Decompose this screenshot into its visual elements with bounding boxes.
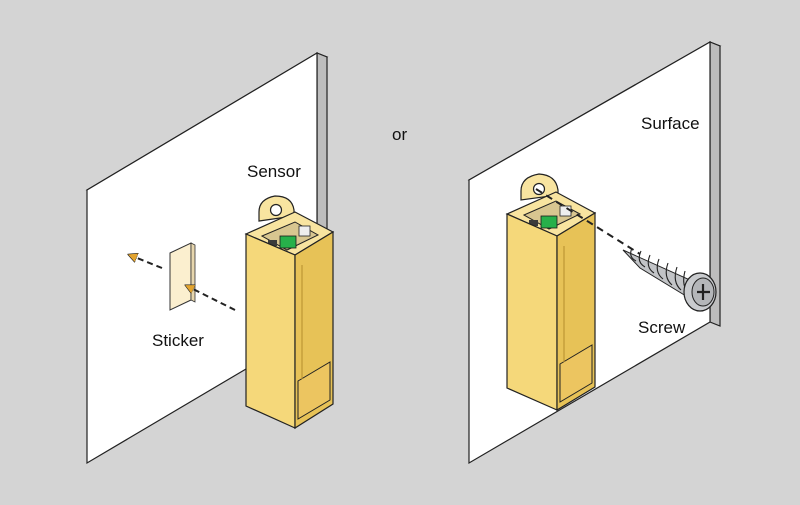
- screw-label: Screw: [638, 318, 686, 337]
- sensor-label: Sensor: [247, 162, 301, 181]
- screw-icon: [622, 247, 717, 312]
- or-label: or: [392, 125, 408, 144]
- surface-label: Surface: [641, 114, 700, 133]
- sticker-label: Sticker: [152, 331, 204, 350]
- sticker-arrows: [132, 256, 236, 311]
- sticker-pad: [169, 242, 196, 311]
- sensor-right: [505, 173, 597, 412]
- sensor-left: [244, 195, 335, 430]
- screw-path-line: [535, 188, 641, 255]
